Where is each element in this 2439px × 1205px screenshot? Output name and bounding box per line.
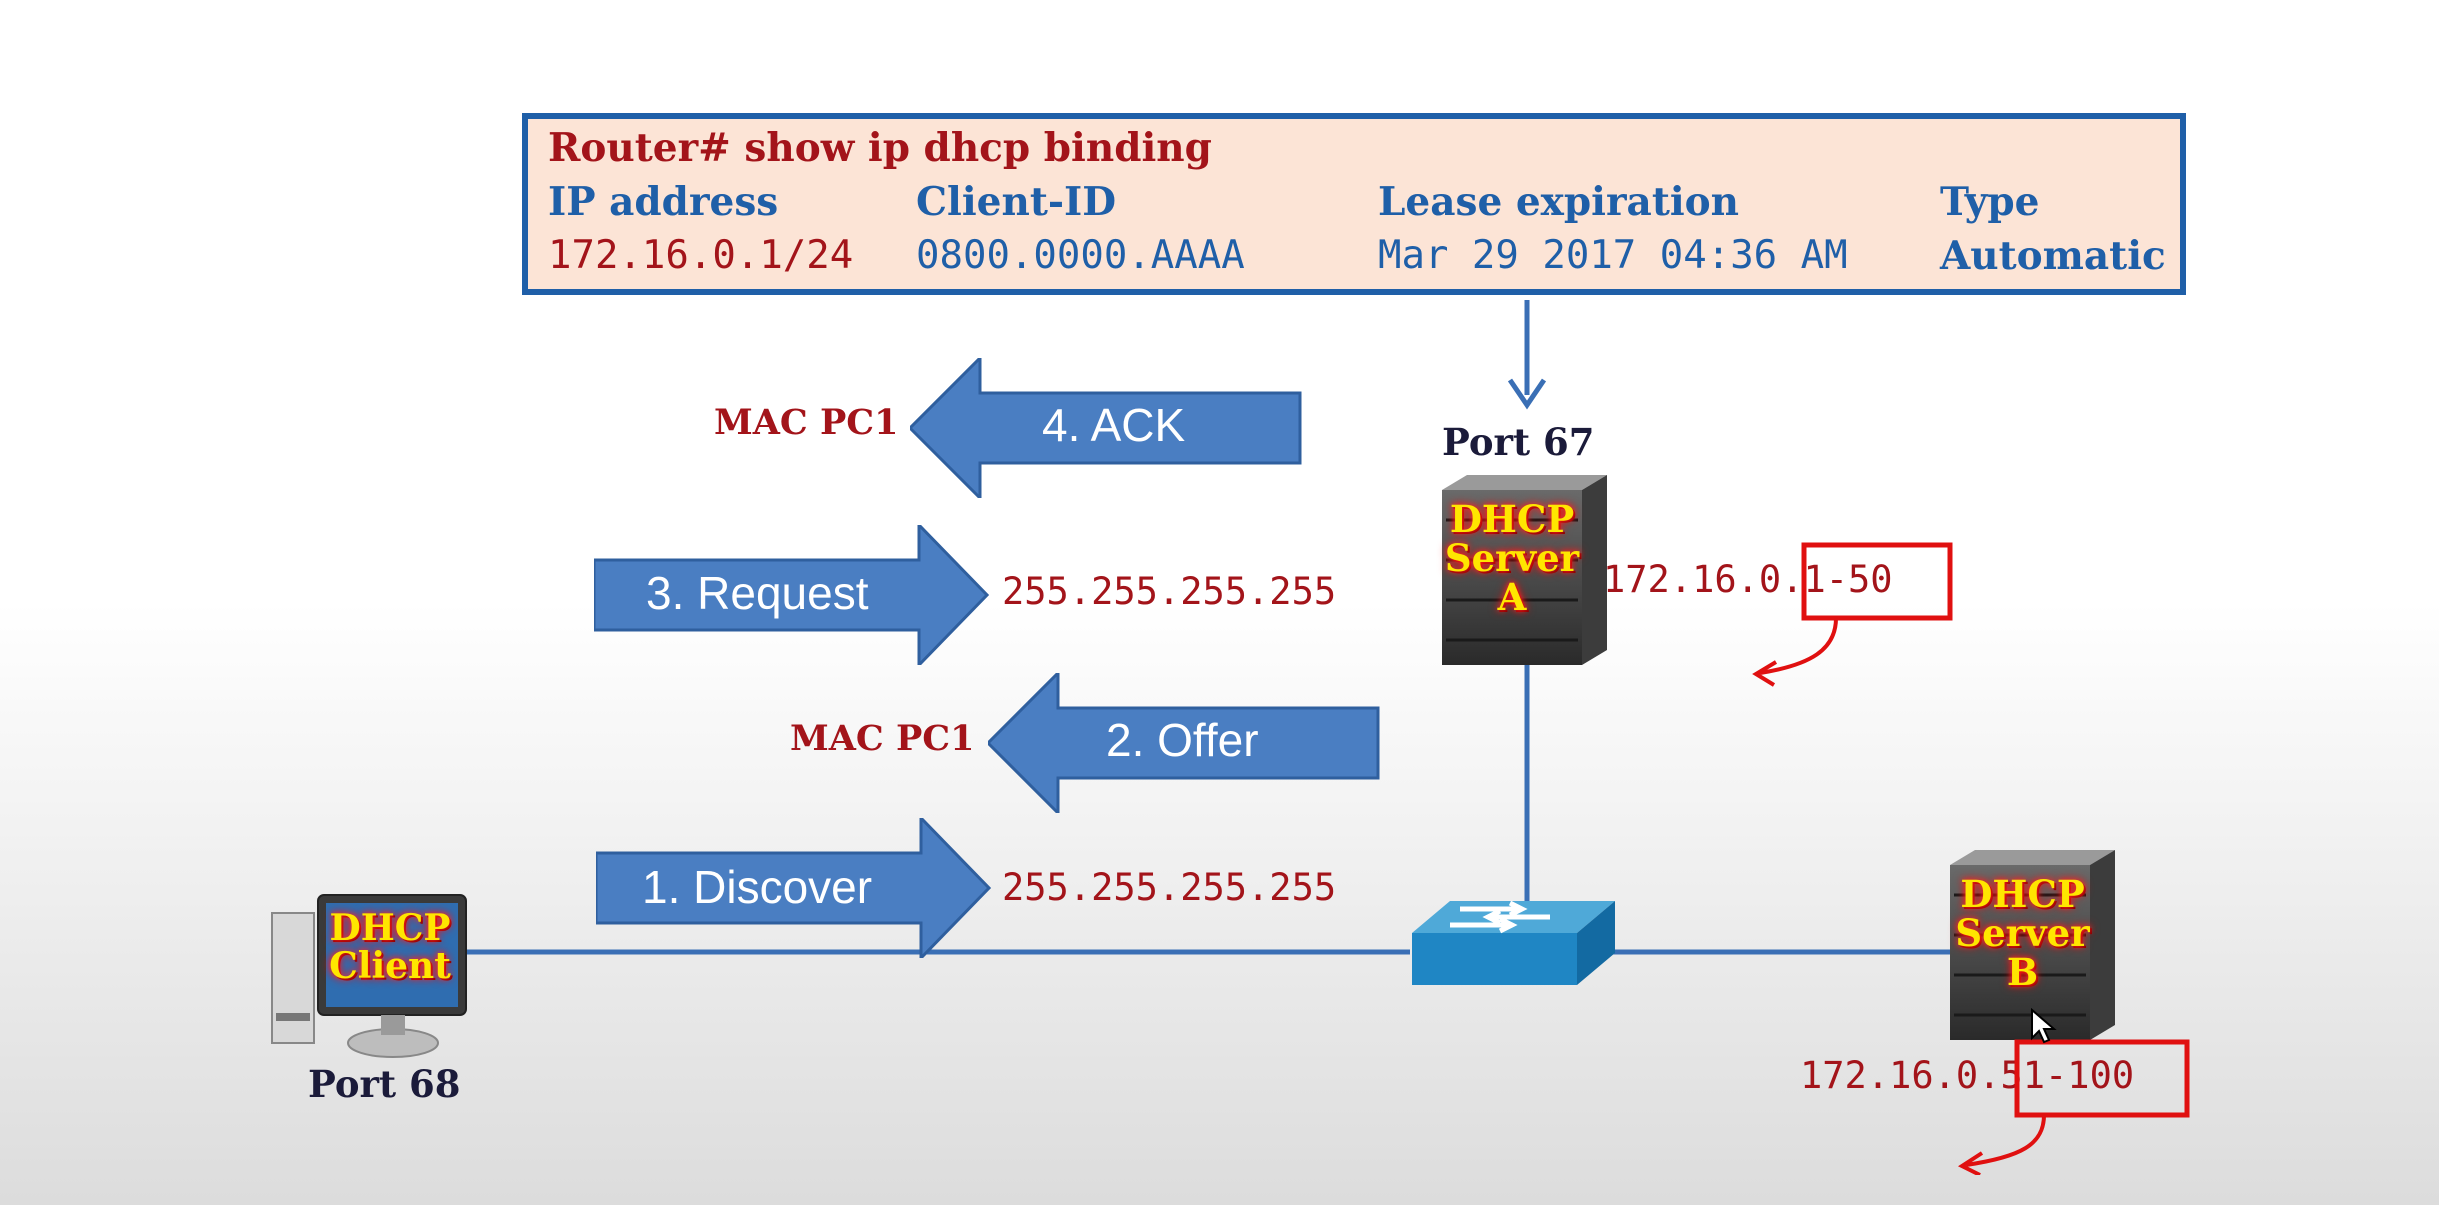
discover-arrow	[596, 818, 991, 958]
server-a-icon	[1442, 475, 1607, 665]
cli-header-lease: Lease expiration	[1378, 179, 1740, 225]
server-a-pool: 172.16.0.1-50	[1603, 558, 1893, 601]
client-pc-icon	[271, 894, 467, 1058]
offer-label: 2. Offer	[1106, 714, 1259, 766]
server-b-pool: 172.16.0.51-100	[1800, 1054, 2135, 1097]
server-a-label: DHCP Server A	[1444, 497, 1580, 619]
switch-icon	[1412, 900, 1615, 985]
discover-label: 1. Discover	[642, 861, 873, 913]
server-b-pool-highlight	[1957, 1039, 2190, 1175]
mouse-cursor-icon	[2031, 1008, 2057, 1044]
server-a-port: Port 67	[1442, 420, 1595, 464]
cli-row-type: Automatic	[1940, 233, 2166, 279]
request-label: 3. Request	[646, 567, 869, 619]
cli-command: Router# show ip dhcp binding	[548, 125, 1212, 171]
cli-output-box: Router# show ip dhcp binding IP address …	[522, 113, 2186, 295]
offer-target: MAC PC1	[790, 718, 975, 759]
cli-pointer-head	[1507, 378, 1547, 410]
cli-row-lease: Mar 29 2017 04:36 AM	[1378, 233, 1848, 278]
cli-header-type: Type	[1940, 179, 2040, 225]
request-target: 255.255.255.255	[1002, 570, 1337, 613]
client-label: DHCP Client	[329, 907, 451, 987]
cli-row-client-id: 0800.0000.AAAA	[916, 233, 1245, 278]
server-b-icon	[1950, 850, 2115, 1040]
cli-header-ip: IP address	[548, 179, 779, 225]
ack-arrow	[910, 358, 1302, 498]
server-a-pool-highlight	[1752, 542, 1953, 687]
server-b-label: DHCP Server B	[1955, 872, 2090, 994]
cli-header-client-id: Client-ID	[916, 179, 1117, 225]
discover-target: 255.255.255.255	[1002, 866, 1337, 909]
ack-label: 4. ACK	[1042, 399, 1186, 451]
request-arrow	[594, 525, 989, 665]
offer-arrow	[988, 673, 1380, 813]
client-port: Port 68	[308, 1062, 461, 1106]
cli-row-ip: 172.16.0.1/24	[548, 233, 854, 278]
ack-target: MAC PC1	[714, 402, 899, 443]
